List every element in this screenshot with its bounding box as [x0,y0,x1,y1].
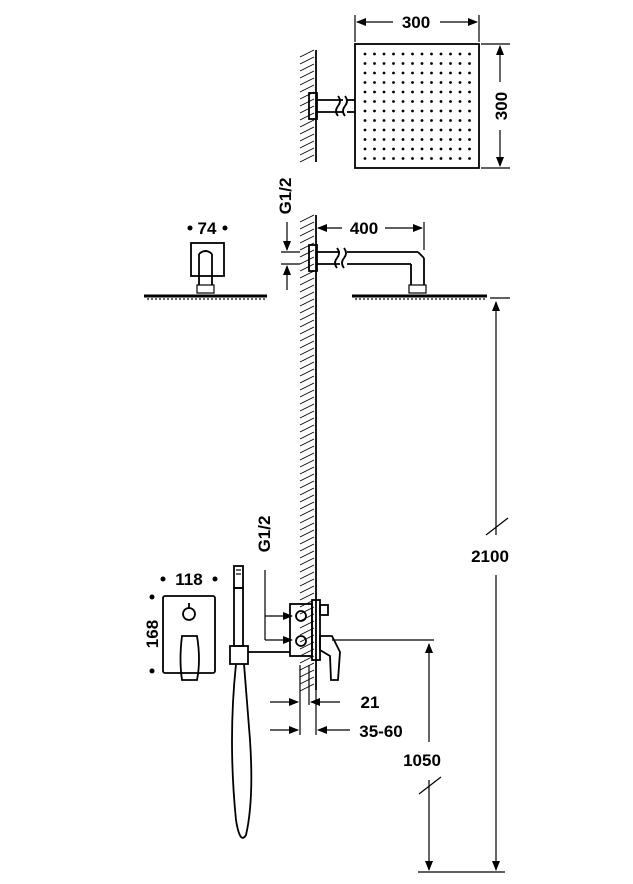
arm-length-dimension: 400 [317,219,425,250]
shower-head-top-view [354,43,480,169]
recess-depth-label: 35-60 [359,722,402,741]
mixer-lever-front [179,635,200,681]
mixer-lever-side [319,635,341,681]
plate-width-dimension: 118 [160,570,218,589]
outlet-lower [295,635,307,647]
head-height-label: 2100 [471,547,509,566]
hand-shower-handle [233,587,244,647]
head-width-dimension: 300 [354,13,480,42]
thread-lower-label: G1/2 [255,516,274,553]
arm-length-label: 400 [350,219,378,238]
top-view-group: 300 300 [299,13,511,169]
ceiling-mount-view: 74 [144,219,267,300]
mixer-height-dimension: 1050 [403,643,442,871]
thread-upper-label: G1/2 [276,178,295,215]
diverter-knob [182,607,196,621]
shower-head-side-view [352,294,487,300]
head-depth-dimension: 300 [481,43,511,169]
shower-hose [231,663,253,839]
head-height-dimension: 2100 [471,297,510,871]
ceiling-flange-label: 74 [198,219,217,238]
ceiling-flange [190,242,225,277]
recess-depth-dimension: 35-60 [270,690,403,741]
mixer-height-label: 1050 [403,751,441,770]
side-view-shower-arm: 400 [308,219,487,300]
wall-section-top [299,49,317,163]
hand-shower [229,565,290,839]
plate-width-label: 118 [175,570,202,589]
wall-offset-label: 21 [361,693,380,712]
thread-lower-dimension: G1/2 [255,516,293,644]
trim-plate [162,595,216,674]
mixer-side-view [289,599,434,681]
head-width-label: 300 [402,13,430,32]
wall-section-main [299,214,317,692]
head-depth-label: 300 [492,92,511,120]
nozzle-grid [363,52,471,160]
arm-flange-top [308,92,318,120]
hose-connector [229,645,249,665]
plate-height-dimension: 168 [143,594,162,674]
ceiling-flange-dimension: 74 [187,219,228,238]
wall-offset-dimension: 21 [270,665,379,735]
plate-height-label: 168 [143,620,162,648]
hand-shower-head [233,565,244,589]
trim-plate-front-view: 118 168 [143,570,218,681]
outlet-upper [295,610,307,622]
thread-upper-dimension: G1/2 [276,178,300,290]
